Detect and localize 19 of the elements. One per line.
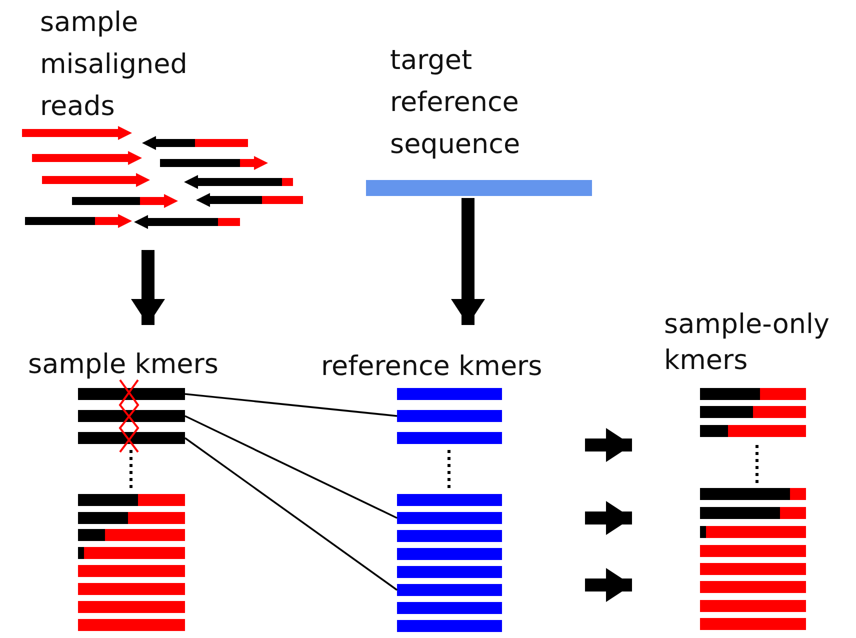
node-label: sample kmers — [28, 348, 220, 382]
connector-line — [184, 415, 398, 519]
kmer-bar — [78, 410, 185, 422]
node-label: sample misaligned reads — [40, 6, 188, 124]
kmer-bar — [397, 512, 502, 524]
connector-line — [184, 437, 398, 591]
connector-line — [184, 393, 398, 417]
node-label: sample-only kmers — [664, 308, 831, 378]
kmer-bar — [78, 432, 185, 444]
block-arrow — [585, 501, 632, 535]
kmer-bar — [78, 388, 185, 400]
block-arrow — [131, 250, 165, 325]
block-arrow — [451, 198, 485, 325]
block-arrow — [585, 428, 632, 462]
kmer-bar — [397, 584, 502, 596]
node-label: target reference sequence — [390, 44, 522, 162]
node-label: reference kmers — [321, 350, 544, 384]
kmer-bar — [397, 410, 502, 422]
block-arrow — [585, 568, 632, 602]
